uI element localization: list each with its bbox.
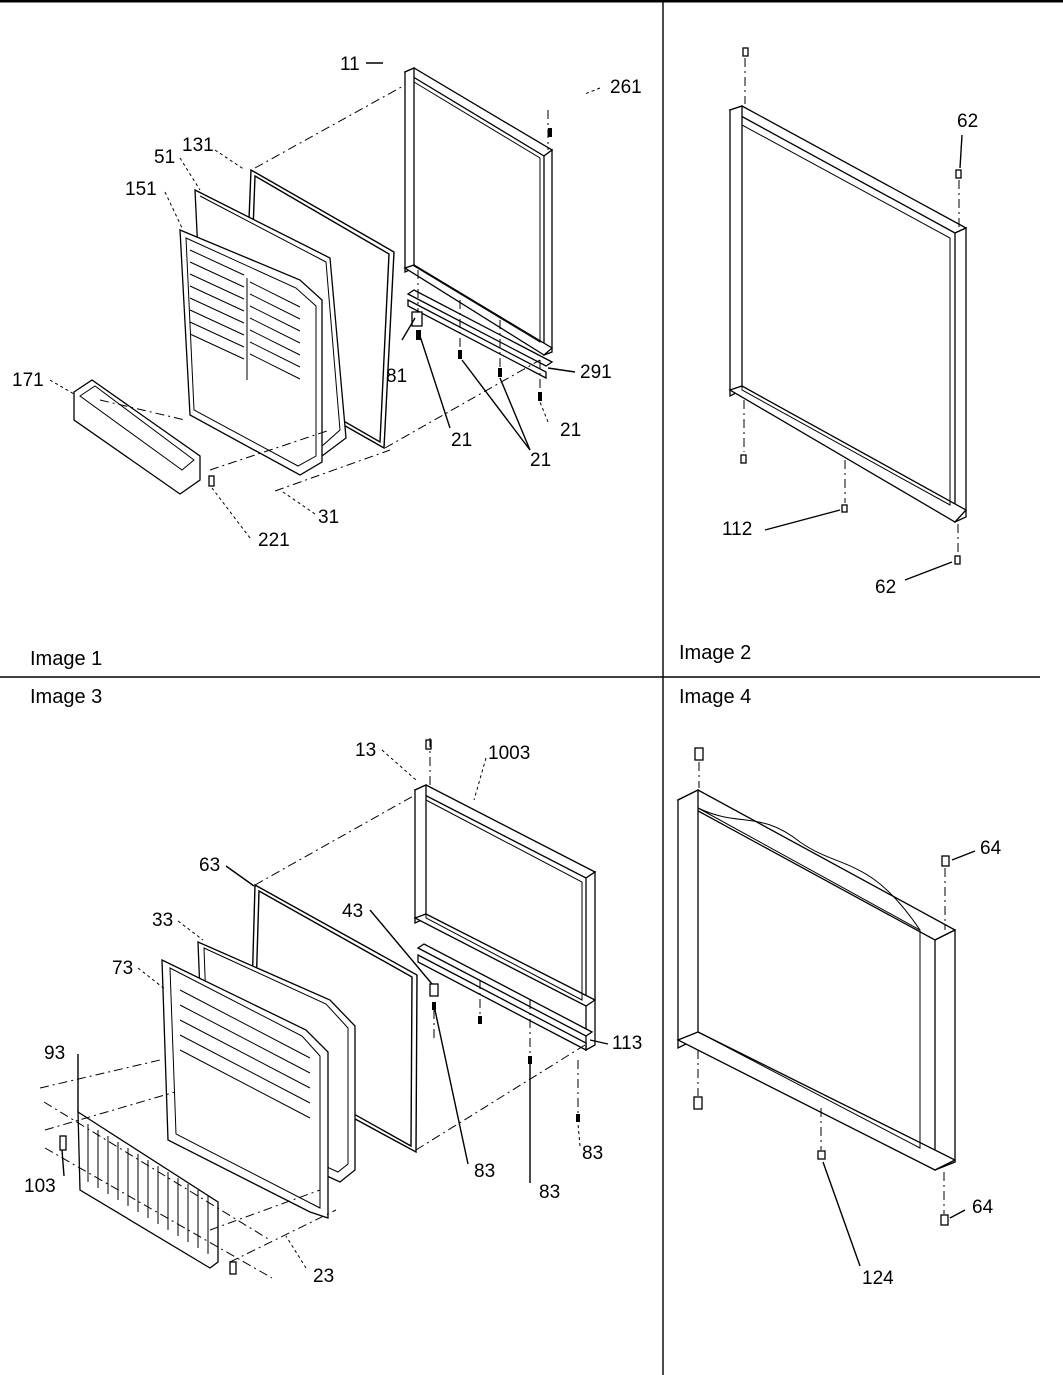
callout-31: 31 bbox=[318, 507, 339, 528]
callout-11: 11 bbox=[340, 54, 360, 75]
image-2-frame-view: 62 62 112 Image 2 bbox=[679, 47, 978, 664]
assembly-lines-1 bbox=[99, 84, 549, 492]
callout-leaders-4 bbox=[822, 850, 976, 1267]
callout-64-bottom: 64 bbox=[972, 1197, 994, 1218]
callout-33: 33 bbox=[152, 910, 173, 931]
callout-13: 13 bbox=[355, 740, 376, 761]
callout-151: 151 bbox=[125, 179, 157, 200]
callout-leaders-1 bbox=[49, 62, 601, 539]
screws-83-clips-43 bbox=[59, 739, 580, 1275]
image-3-exploded-view: Image 3 bbox=[24, 686, 642, 1287]
inner-door-73 bbox=[161, 958, 329, 1219]
callout-131: 131 bbox=[182, 135, 214, 156]
screws-62-112 bbox=[740, 47, 962, 565]
frame-trim-4 bbox=[676, 788, 957, 1171]
callout-leaders-2 bbox=[764, 134, 963, 581]
callout-62-bottom: 62 bbox=[875, 577, 896, 598]
callout-51: 51 bbox=[154, 147, 175, 168]
callout-83-c: 83 bbox=[582, 1143, 603, 1164]
callout-83-a: 83 bbox=[474, 1161, 495, 1182]
image-3-caption: Image 3 bbox=[30, 686, 102, 708]
callout-291: 291 bbox=[580, 362, 612, 383]
image-1-exploded-view: 11 261 131 51 151 81 291 171 21 21 21 22… bbox=[12, 54, 642, 670]
callout-1003: 1003 bbox=[488, 743, 530, 764]
callout-171: 171 bbox=[12, 370, 44, 391]
callout-221: 221 bbox=[258, 530, 290, 551]
callout-21-b: 21 bbox=[530, 450, 551, 471]
callout-21-a: 21 bbox=[451, 430, 472, 451]
image-2-caption: Image 2 bbox=[679, 642, 751, 664]
callout-leaders-3 bbox=[61, 749, 609, 1269]
image-1-caption: Image 1 bbox=[30, 648, 102, 670]
inner-door-151 bbox=[179, 229, 323, 476]
callout-261: 261 bbox=[610, 77, 642, 98]
callout-83-b: 83 bbox=[539, 1182, 560, 1203]
screws-21 bbox=[208, 128, 552, 487]
door-bin-93 bbox=[77, 1110, 219, 1269]
callout-81: 81 bbox=[386, 366, 407, 387]
image-4-frame-view: Image 4 64 64 124 bbox=[676, 686, 1002, 1289]
callout-62-top: 62 bbox=[957, 111, 978, 132]
callout-labels-3: 13 1003 63 43 33 73 113 93 103 83 83 83 … bbox=[24, 740, 642, 1287]
callout-103: 103 bbox=[24, 1176, 56, 1197]
door-shelf-ribs bbox=[189, 249, 301, 380]
door-frame-11 bbox=[403, 66, 554, 356]
callout-64-top: 64 bbox=[980, 838, 1002, 859]
callout-112: 112 bbox=[722, 519, 752, 540]
frame-trim bbox=[728, 105, 968, 524]
callout-43: 43 bbox=[342, 901, 363, 922]
door-bin-171 bbox=[73, 379, 201, 495]
callout-21-c: 21 bbox=[560, 420, 581, 441]
callout-63: 63 bbox=[199, 855, 220, 876]
screws-64-124 bbox=[693, 747, 950, 1226]
door-frame-13 bbox=[413, 783, 597, 1052]
assembly-lines-3 bbox=[39, 738, 586, 1279]
image-4-caption: Image 4 bbox=[679, 686, 751, 708]
callout-124: 124 bbox=[862, 1268, 894, 1289]
callout-93: 93 bbox=[44, 1043, 65, 1064]
callout-113: 113 bbox=[612, 1033, 642, 1054]
callout-labels-1: 11 261 131 51 151 81 291 171 21 21 21 22… bbox=[12, 54, 642, 551]
callout-73: 73 bbox=[112, 958, 133, 979]
callout-23: 23 bbox=[313, 1266, 334, 1287]
